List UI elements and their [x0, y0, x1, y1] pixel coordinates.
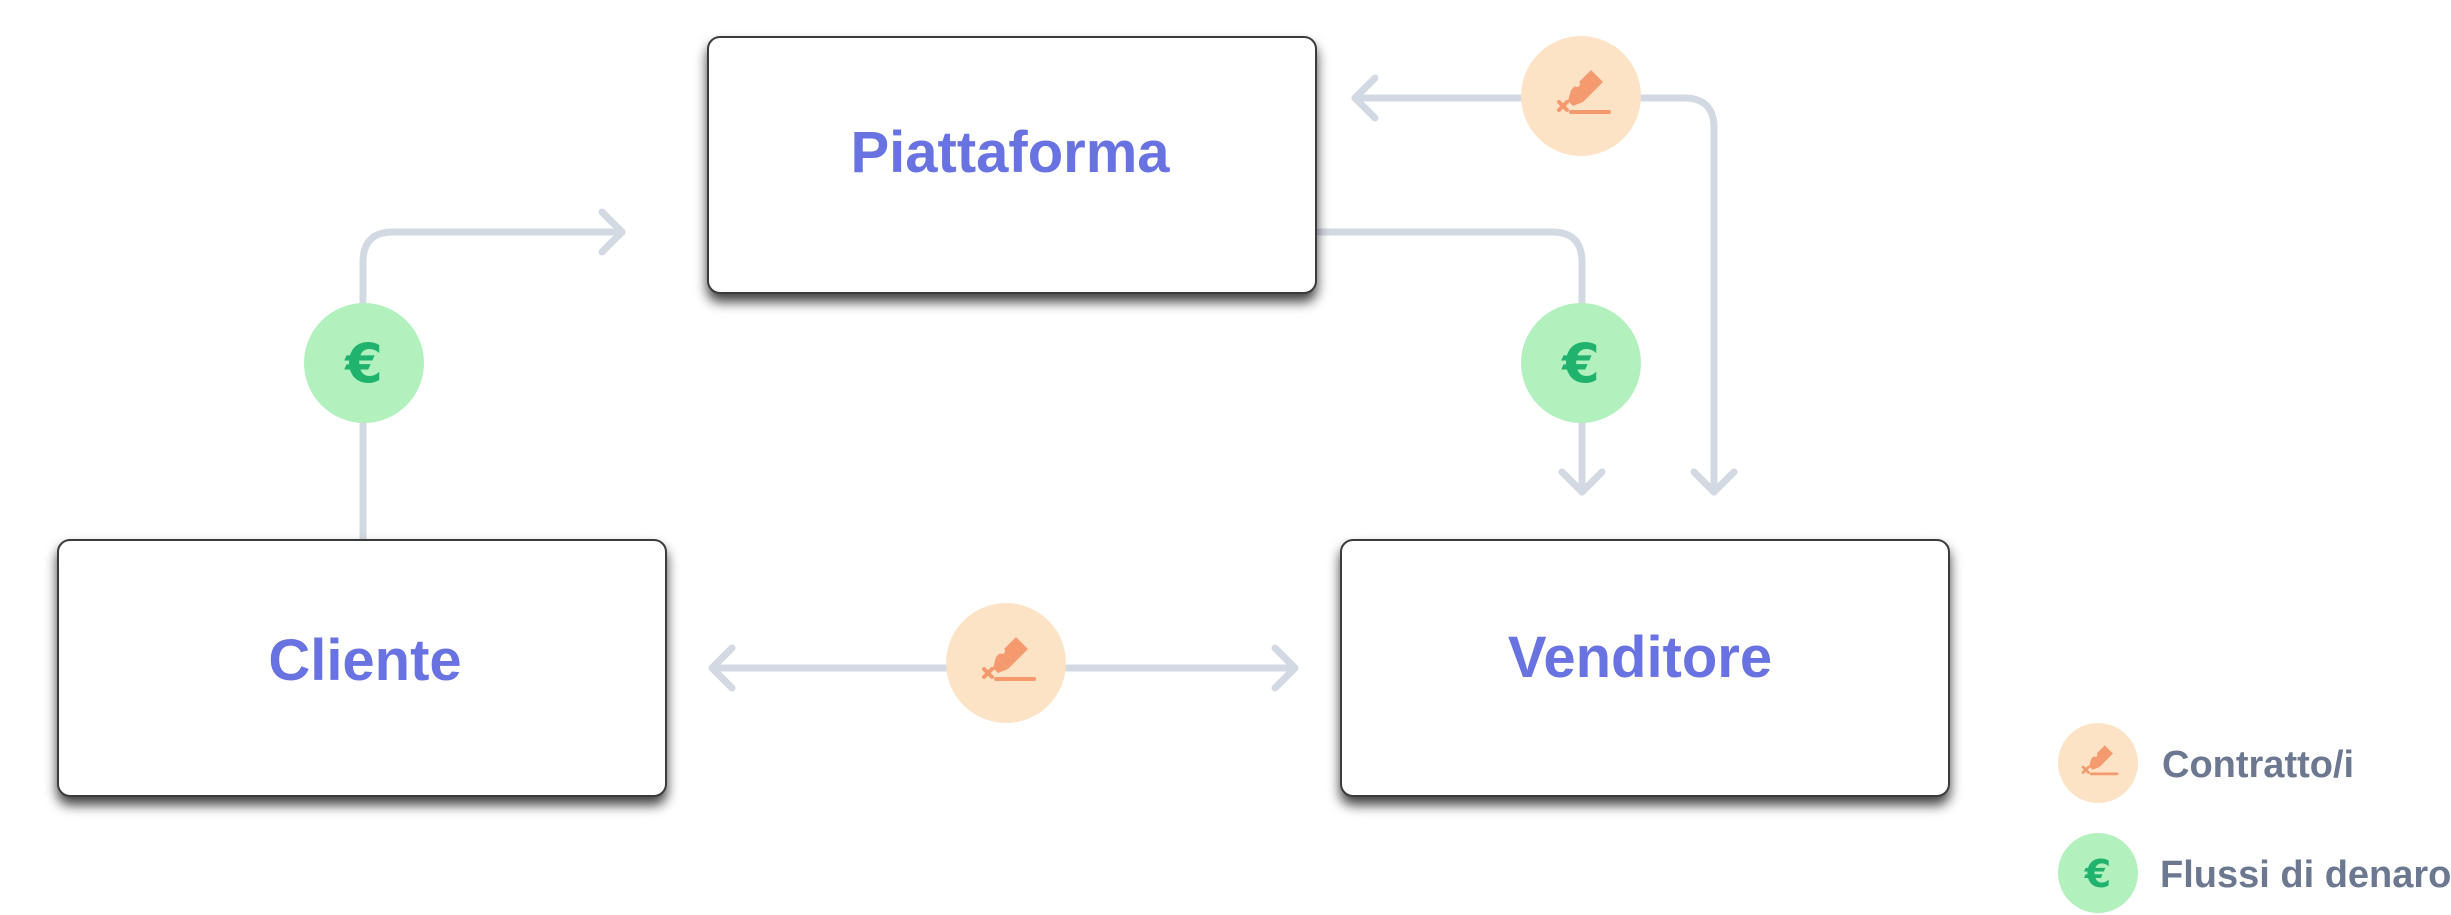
euro-icon: € — [2084, 852, 2111, 896]
node-seller-label: Venditore — [1508, 625, 1772, 690]
euro-icon: € — [343, 332, 383, 395]
legend: Contratto/i € Flussi di denaro — [2058, 723, 2451, 913]
node-platform-label: Piattaforma — [850, 120, 1170, 185]
node-seller: Venditore — [1340, 539, 1950, 797]
arrowhead-contract-to-customer — [708, 644, 736, 692]
legend-money-label: Flussi di denaro — [2160, 854, 2451, 896]
connector-customer-to-platform — [359, 228, 626, 542]
legend-item-money: € Flussi di denaro — [2058, 833, 2451, 913]
legend-item-contract: Contratto/i — [2058, 723, 2354, 803]
arrowhead-contract-to-seller — [1690, 468, 1738, 496]
contract-badge-customer-seller — [946, 603, 1066, 723]
euro-icon: € — [1560, 332, 1600, 395]
node-platform: Piattaforma — [707, 36, 1317, 294]
money-badge-platform-seller: € — [1521, 303, 1641, 423]
contract-badge-platform-seller — [1521, 36, 1641, 156]
connector-platform-to-seller-money — [1314, 228, 1586, 496]
arrowhead-to-platform — [598, 208, 626, 256]
arrowhead-contract-to-seller-bottom — [1271, 644, 1299, 692]
node-customer-label: Cliente — [268, 628, 461, 693]
arrowhead-contract-to-platform — [1351, 74, 1379, 122]
connector-platform-seller-contract — [1351, 94, 1718, 496]
legend-contract-label: Contratto/i — [2162, 744, 2354, 786]
node-customer: Cliente — [57, 539, 667, 797]
money-badge-customer-platform: € — [304, 303, 424, 423]
arrowhead-money-to-seller — [1558, 468, 1606, 496]
